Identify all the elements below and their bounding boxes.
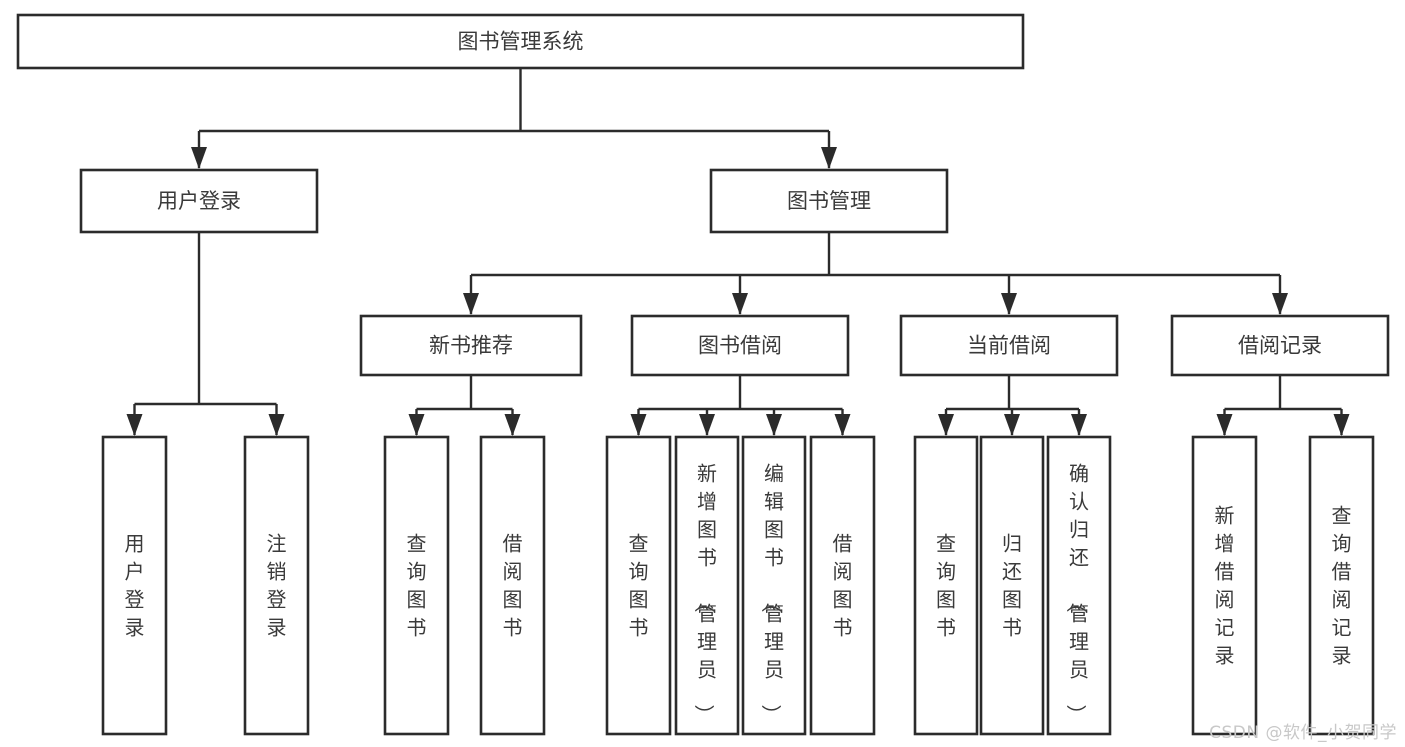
node-level3-current-borrow-label: 当前借阅 — [967, 334, 1051, 358]
leaf-node-leaf-recommend-borrow-book[interactable]: 借阅图书 — [479, 435, 546, 736]
node-root-root-label: 图书管理系统 — [458, 30, 584, 54]
node-level2-book-management-label: 图书管理 — [787, 189, 871, 213]
node-level3-borrow-record[interactable]: 借阅记录 — [1170, 314, 1390, 377]
leaf-node-leaf-current-return-book-rect[interactable] — [979, 435, 1045, 736]
leaf-node-leaf-logout-rect[interactable] — [243, 435, 310, 736]
leaf-node-leaf-user-login-label: 用户登录 — [125, 532, 145, 640]
leaf-node-leaf-current-query-book-label: 查询图书 — [936, 532, 956, 640]
current-borrow-arrow-2 — [1071, 414, 1087, 436]
leaf-node-leaf-current-query-book-rect[interactable] — [913, 435, 979, 736]
root-arrow-1 — [821, 147, 837, 169]
node-level3-book-borrow-label: 图书借阅 — [698, 334, 782, 358]
book-borrow-arrow-0 — [630, 414, 647, 436]
connector-layer — [126, 68, 1350, 436]
node-level3-new-book-recommend-label: 新书推荐 — [429, 334, 513, 358]
leaf-node-leaf-borrow-edit-book[interactable]: 编辑图书（管理员） — [741, 435, 807, 736]
leaf-node-leaf-user-login-rect[interactable] — [101, 435, 168, 736]
leaf-node-leaf-current-confirm-return-label: 确认归还（管理员） — [1064, 462, 1089, 725]
book-management-arrow-1 — [732, 293, 748, 315]
leaf-node-leaf-borrow-add-book-label: 新增图书（管理员） — [692, 462, 717, 725]
node-level2-book-management[interactable]: 图书管理 — [709, 168, 949, 234]
leaf-node-leaf-borrow-query-book-label: 查询图书 — [629, 532, 649, 640]
node-level2-book-management-rect[interactable] — [709, 168, 949, 234]
user-login-arrow-1 — [268, 414, 285, 436]
book-borrow-arrow-1 — [699, 414, 715, 436]
leaf-node-leaf-recommend-query-book-label: 查询图书 — [407, 532, 427, 640]
leaf-node-leaf-record-query-label: 查询借阅记录 — [1332, 504, 1352, 668]
new-book-recommend-arrow-1 — [504, 414, 521, 436]
leaf-node-leaf-record-add[interactable]: 新增借阅记录 — [1191, 435, 1258, 736]
root-arrow-0 — [191, 147, 207, 169]
node-level3-new-book-recommend[interactable]: 新书推荐 — [359, 314, 583, 377]
node-level3-new-book-recommend-rect[interactable] — [359, 314, 583, 377]
leaf-node-leaf-borrow-query-book-rect[interactable] — [605, 435, 672, 736]
node-level2-user-login[interactable]: 用户登录 — [79, 168, 319, 234]
leaf-node-leaf-current-confirm-return[interactable]: 确认归还（管理员） — [1046, 435, 1112, 736]
leaf-node-leaf-recommend-query-book-rect[interactable] — [383, 435, 450, 736]
leaf-node-leaf-logout[interactable]: 注销登录 — [243, 435, 310, 736]
node-level3-book-borrow-rect[interactable] — [630, 314, 850, 377]
leaf-node-leaf-borrow-query-book[interactable]: 查询图书 — [605, 435, 672, 736]
leaf-node-leaf-borrow-add-book-rect[interactable] — [674, 435, 740, 736]
borrow-record-arrow-1 — [1333, 414, 1350, 436]
node-level3-book-borrow[interactable]: 图书借阅 — [630, 314, 850, 377]
node-level3-borrow-record-rect[interactable] — [1170, 314, 1390, 377]
node-level3-current-borrow-rect[interactable] — [899, 314, 1119, 377]
leaf-node-leaf-logout-label: 注销登录 — [267, 532, 287, 640]
leaf-node-leaf-borrow-borrow-book-label: 借阅图书 — [833, 532, 853, 640]
book-management-arrow-2 — [1001, 293, 1017, 315]
leaf-node-leaf-current-query-book[interactable]: 查询图书 — [913, 435, 979, 736]
leaf-node-leaf-recommend-query-book[interactable]: 查询图书 — [383, 435, 450, 736]
leaf-node-leaf-recommend-borrow-book-rect[interactable] — [479, 435, 546, 736]
node-level2-user-login-rect[interactable] — [79, 168, 319, 234]
leaf-node-leaf-borrow-edit-book-rect[interactable] — [741, 435, 807, 736]
book-borrow-arrow-2 — [766, 414, 782, 436]
leaf-node-leaf-current-confirm-return-rect[interactable] — [1046, 435, 1112, 736]
node-root-root[interactable]: 图书管理系统 — [16, 13, 1025, 70]
node-layer: 图书管理系统用户登录图书管理新书推荐图书借阅当前借阅借阅记录用户登录注销登录查询… — [16, 13, 1390, 736]
current-borrow-arrow-1 — [1004, 414, 1020, 436]
leaf-node-leaf-borrow-add-book[interactable]: 新增图书（管理员） — [674, 435, 740, 736]
node-level3-current-borrow[interactable]: 当前借阅 — [899, 314, 1119, 377]
book-management-arrow-0 — [463, 293, 479, 315]
user-login-arrow-0 — [126, 414, 143, 436]
csdn-watermark: CSDN @软件_小贺同学 — [1209, 723, 1397, 743]
leaf-node-leaf-record-query[interactable]: 查询借阅记录 — [1308, 435, 1375, 736]
book-borrow-arrow-3 — [834, 414, 851, 436]
node-root-root-rect[interactable] — [16, 13, 1025, 70]
borrow-record-arrow-0 — [1216, 414, 1233, 436]
leaf-node-leaf-record-add-rect[interactable] — [1191, 435, 1258, 736]
current-borrow-arrow-0 — [938, 414, 954, 436]
leaf-node-leaf-record-query-rect[interactable] — [1308, 435, 1375, 736]
leaf-node-leaf-borrow-edit-book-label: 编辑图书（管理员） — [759, 462, 784, 725]
book-management-arrow-3 — [1272, 293, 1288, 315]
leaf-node-leaf-recommend-borrow-book-label: 借阅图书 — [503, 532, 523, 640]
leaf-node-leaf-current-return-book-label: 归还图书 — [1002, 532, 1022, 640]
leaf-node-leaf-current-return-book[interactable]: 归还图书 — [979, 435, 1045, 736]
leaf-node-leaf-record-add-label: 新增借阅记录 — [1215, 504, 1235, 668]
node-level3-borrow-record-label: 借阅记录 — [1238, 334, 1322, 358]
leaf-node-leaf-user-login[interactable]: 用户登录 — [101, 435, 168, 736]
new-book-recommend-arrow-0 — [408, 414, 425, 436]
node-level2-user-login-label: 用户登录 — [157, 189, 241, 213]
leaf-node-leaf-borrow-borrow-book-rect[interactable] — [809, 435, 876, 736]
leaf-node-leaf-borrow-borrow-book[interactable]: 借阅图书 — [809, 435, 876, 736]
